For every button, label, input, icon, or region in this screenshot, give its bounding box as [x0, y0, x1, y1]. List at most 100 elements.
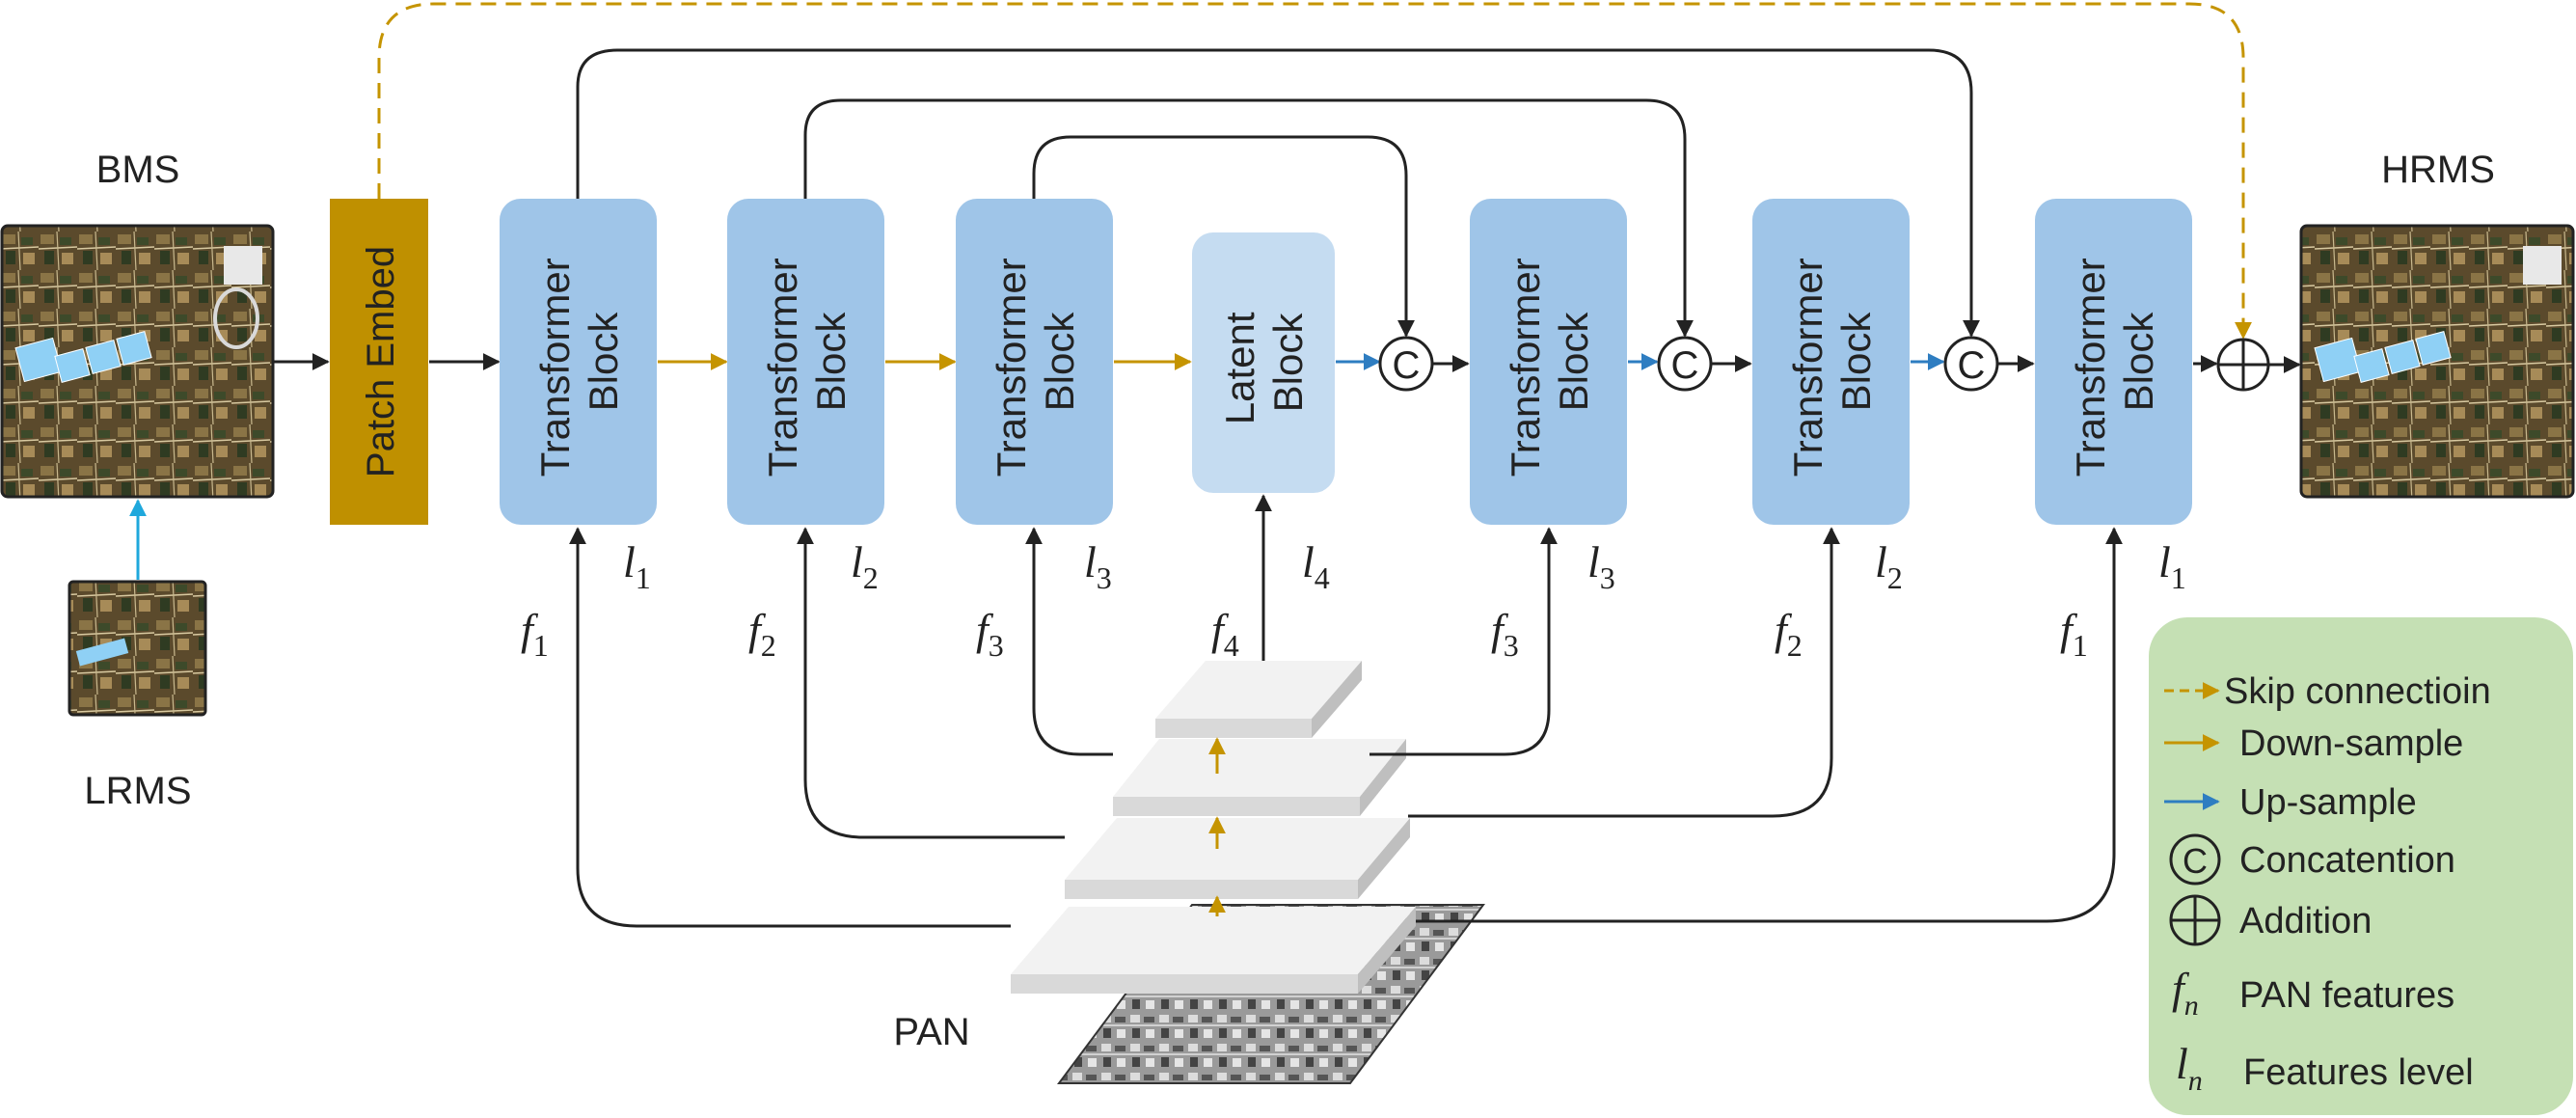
transformer-line2: Block [581, 312, 626, 412]
svg-text:Transformer Block: Transformer Block [760, 247, 854, 477]
svg-text:l2: l2 [851, 537, 879, 595]
l-letter: l [623, 537, 636, 586]
level-subscript: 4 [1315, 560, 1330, 595]
legend-concat-label: Concatention [2239, 840, 2455, 881]
level-label-latent: l4 [1302, 537, 1330, 595]
legend-addition-label: Addition [2239, 901, 2372, 941]
transformer-line2: Block [1833, 312, 1879, 412]
l-letter: l [851, 537, 863, 586]
pan-feature-f2-enc [797, 527, 1065, 839]
lrms-label: LRMS [84, 770, 191, 812]
level-subscript: 1 [636, 560, 651, 595]
transformer-line2: Block [2116, 312, 2161, 412]
feature-label-dec-3: f1 [2060, 605, 2088, 663]
legend: Skip connectioin Down-sample Up-sample C… [2149, 617, 2573, 1115]
svg-text:l3: l3 [1587, 537, 1615, 595]
level-label-dec-2: l2 [1875, 537, 1903, 595]
legend-pan-features: fn PAN features [2172, 964, 2454, 1022]
legend-features-level: ln Features level [2176, 1039, 2474, 1097]
legend-down: Down-sample [2164, 723, 2463, 764]
transformer-line2: Block [1037, 312, 1082, 412]
transformer-line2: Block [1551, 312, 1596, 412]
svg-text:f3: f3 [976, 605, 1004, 663]
transformer-line1: Transformer [532, 258, 578, 477]
level-label-dec-1: l3 [1587, 537, 1615, 595]
pan-feature-f3-enc [1025, 527, 1113, 756]
transformer-block-enc-1: Transformer Block [500, 199, 657, 525]
n-subscript: n [2188, 1065, 2203, 1097]
svg-text:f4: f4 [1211, 605, 1239, 663]
concat-node-2: C [1657, 336, 1713, 392]
svg-text:l4: l4 [1302, 537, 1330, 595]
l-letter: l [1875, 537, 1887, 586]
feature-subscript: 3 [1504, 628, 1519, 663]
svg-text:Latent Block: Latent Block [1217, 301, 1311, 424]
skip-t2-to-c2 [803, 98, 1694, 338]
transformer-block-dec-1: Transformer Block [1470, 199, 1627, 525]
svg-text:l1: l1 [2158, 537, 2186, 595]
bms-image [0, 224, 275, 499]
l-letter: l [1587, 537, 1600, 586]
legend-pan-features-label: PAN features [2239, 975, 2454, 1016]
level-subscript: 3 [1600, 560, 1615, 595]
feature-subscript: 2 [761, 628, 776, 663]
concat-node-3: C [1943, 336, 1999, 392]
feature-label-dec-1: f3 [1491, 605, 1519, 663]
legend-up: Up-sample [2164, 782, 2417, 823]
legend-features-level-label: Features level [2243, 1052, 2474, 1093]
feature-subscript: 1 [533, 628, 549, 663]
svg-text:f3: f3 [1491, 605, 1519, 663]
hrms-label: HRMS [2381, 149, 2495, 191]
level-subscript: 1 [2171, 560, 2186, 595]
pan-feature-f1-enc [569, 527, 1011, 928]
svg-text:Transformer Block: Transformer Block [1785, 247, 1879, 477]
svg-text:f2: f2 [748, 605, 776, 663]
lrms-image [68, 580, 207, 717]
pan-feature-f2-dec [1408, 527, 1840, 818]
l-letter: l [2158, 537, 2171, 586]
transformer-block-enc-2: Transformer Block [727, 199, 884, 525]
latent-block: Latent Block [1192, 232, 1335, 493]
pan-feature-layer-3 [1113, 739, 1406, 816]
transformer-block-dec-3: Transformer Block [2035, 199, 2192, 525]
transformer-line1: Transformer [1785, 258, 1830, 477]
l-letter: l [2176, 1039, 2188, 1088]
feature-label-enc-3: f3 [976, 605, 1004, 663]
concat-node-1: C [1378, 336, 1434, 392]
pan-label: PAN [893, 1011, 969, 1053]
pan-feature-layer-2 [1065, 818, 1410, 899]
level-label-enc-3: l3 [1084, 537, 1112, 595]
feature-subscript: 1 [2073, 628, 2088, 663]
feature-label-latent: f4 [1211, 605, 1239, 663]
feature-subscript: 4 [1224, 628, 1239, 663]
addition-node [2216, 338, 2270, 392]
concat-symbol: C [1393, 344, 1421, 387]
legend-addition: Addition [2169, 894, 2372, 946]
transformer-line1: Transformer [2068, 258, 2113, 477]
bms-label: BMS [96, 149, 180, 191]
patch-embed-label: Patch Embed [360, 246, 402, 477]
skip-connection [377, 2, 2252, 340]
svg-text:Transformer Block: Transformer Block [532, 247, 626, 477]
latent-line1: Latent [1217, 312, 1262, 424]
transformer-line1: Transformer [760, 258, 805, 477]
patch-embed-block: Patch Embed [330, 199, 428, 525]
legend-skip-label: Skip connectioin [2224, 671, 2491, 712]
skip-t3-to-c1 [1032, 135, 1415, 338]
level-subscript: 2 [863, 560, 879, 595]
pan-feature-f3-dec [1369, 527, 1558, 756]
svg-text:f1: f1 [521, 605, 549, 663]
pan-feature-layer-4 [1155, 661, 1362, 738]
svg-text:f2: f2 [1775, 605, 1803, 663]
svg-text:ln: ln [2176, 1039, 2203, 1097]
feature-subscript: 2 [1787, 628, 1803, 663]
level-subscript: 2 [1887, 560, 1903, 595]
feature-label-enc-2: f2 [748, 605, 776, 663]
pan-feature-layer-1 [1011, 907, 1416, 994]
svg-text:Transformer Block: Transformer Block [1503, 247, 1596, 477]
transformer-block-dec-2: Transformer Block [1752, 199, 1910, 525]
concat-symbol: C [2183, 841, 2208, 881]
level-label-enc-2: l2 [851, 537, 879, 595]
level-subscript: 3 [1097, 560, 1112, 595]
